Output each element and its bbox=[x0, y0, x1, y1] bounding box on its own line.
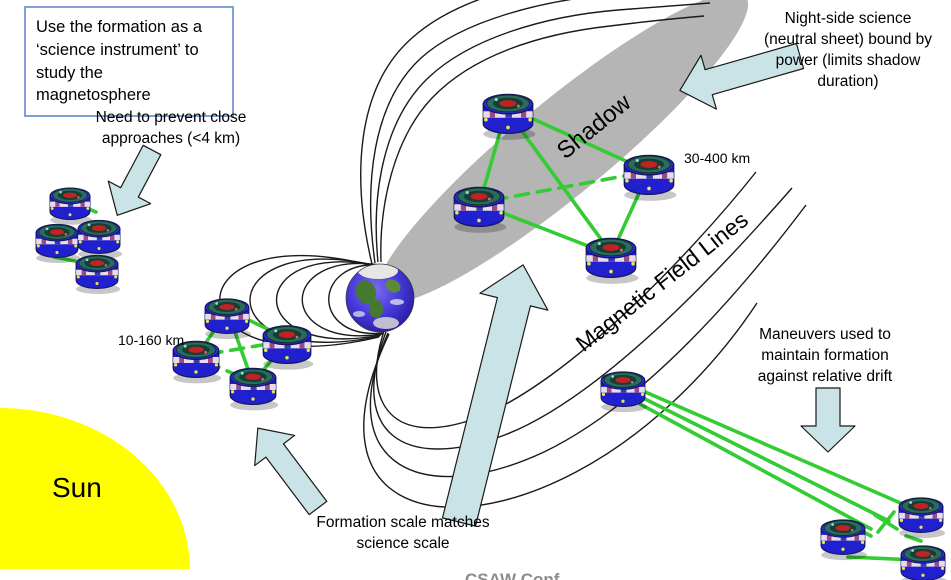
satellite-icon bbox=[820, 519, 868, 561]
annotation-arrows bbox=[107, 42, 856, 527]
satellite-icon bbox=[900, 545, 948, 580]
satellite-icon bbox=[453, 186, 507, 234]
annotation-close-approach: Need to prevent close approaches (<4 km) bbox=[95, 109, 247, 147]
satellite-icon bbox=[204, 298, 252, 340]
sun-label: Sun bbox=[52, 472, 102, 503]
annotation-maneuvers: Maneuvers used to maintain formation aga… bbox=[757, 326, 893, 385]
footer-text: CSAW Conf bbox=[465, 570, 560, 580]
satellite-icon bbox=[262, 325, 314, 371]
satellite-icon bbox=[482, 93, 536, 141]
annotation-night-side: Night-side science (neutral sheet) bound… bbox=[763, 10, 933, 90]
satellite-icon bbox=[75, 254, 121, 295]
satellite-icon bbox=[623, 154, 677, 202]
title-line: study the magnetosphere bbox=[36, 63, 151, 105]
field-lines bbox=[219, 0, 807, 508]
annotation-formation-scale: Formation scale matches science scale bbox=[316, 514, 490, 552]
satellite-icon bbox=[35, 223, 81, 264]
satellite-icon bbox=[898, 497, 946, 539]
title-line: ‘science instrument’ to bbox=[36, 40, 199, 59]
arrow-maneuvers-icon bbox=[800, 387, 856, 453]
sun-shape bbox=[0, 408, 190, 580]
satellite-icon bbox=[77, 219, 123, 260]
satellite-icon bbox=[229, 367, 279, 411]
satellite-icon bbox=[49, 187, 93, 226]
title-box: Use the formation as a ‘science instrume… bbox=[24, 6, 234, 118]
satellite-icon bbox=[600, 371, 648, 413]
satellite-icon bbox=[585, 237, 639, 285]
arrow-night-side-icon bbox=[679, 42, 805, 110]
arrow-formation-main-icon bbox=[441, 264, 549, 527]
earth bbox=[345, 263, 415, 333]
title-line: Use the formation as a bbox=[36, 18, 202, 36]
separation-large-label: 30-400 km bbox=[684, 150, 751, 166]
arrow-formation-left-icon bbox=[254, 427, 328, 516]
arrow-close-approach-icon bbox=[107, 144, 162, 216]
separation-small-label: 10-160 km bbox=[118, 332, 185, 348]
